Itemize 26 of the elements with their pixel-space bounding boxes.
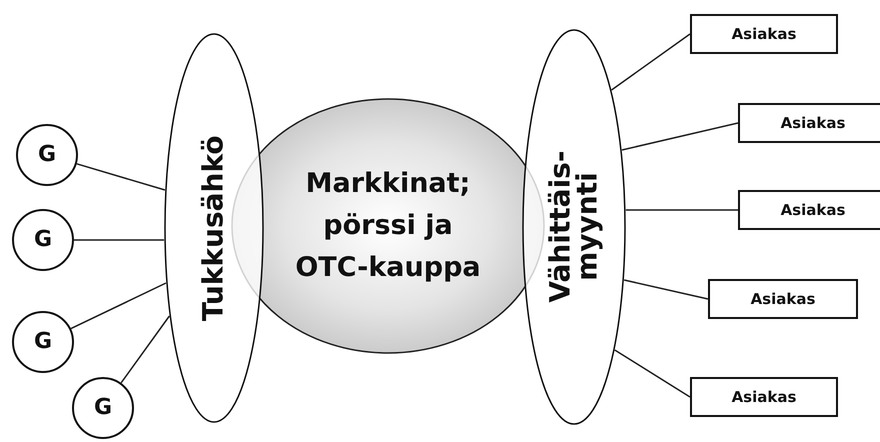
connector-line <box>611 33 690 91</box>
market-label: Markkinat; pörssi ja OTC-kauppa <box>294 167 482 285</box>
customer-box <box>738 190 880 230</box>
generator-label: G <box>94 394 112 422</box>
customer-label: Asiakas <box>780 114 846 132</box>
customer-label: Asiakas <box>732 25 796 43</box>
segment-label: Vähittäis- myynti <box>547 150 601 306</box>
connector-line <box>76 163 166 191</box>
customer-box <box>708 279 858 319</box>
connector-line <box>74 239 164 241</box>
generator-label: G <box>38 142 56 168</box>
customer-box <box>738 103 880 143</box>
customer-box <box>690 377 838 417</box>
customer-label: Asiakas <box>750 290 816 308</box>
generator-label: G <box>34 328 52 356</box>
connector-line <box>622 122 738 151</box>
connector-line <box>70 282 166 330</box>
customer-label: Asiakas <box>732 388 796 406</box>
customer-box <box>690 14 838 54</box>
connector-line <box>614 349 690 398</box>
segment-label: Tukkusähkö <box>200 134 228 323</box>
connector-line <box>120 316 170 384</box>
generator-label: G <box>34 226 52 254</box>
connector-line <box>626 209 738 211</box>
connector-line <box>624 279 708 300</box>
customer-label: Asiakas <box>780 201 846 219</box>
